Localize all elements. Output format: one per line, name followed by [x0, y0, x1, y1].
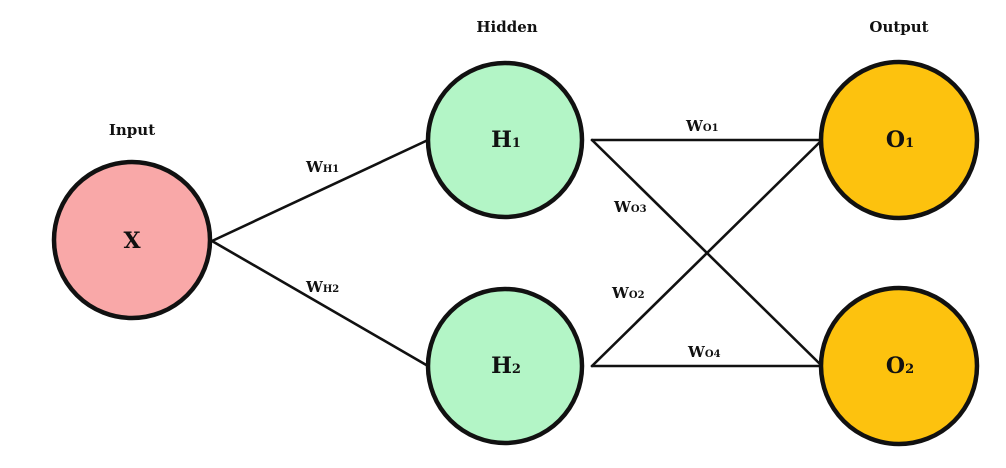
- edge-x-h1: [210, 138, 430, 243]
- node-label-h2: H2: [491, 353, 521, 379]
- layer-title-output: Output: [869, 18, 928, 36]
- weight-label-wh2: WH2: [305, 278, 339, 296]
- weight-label-wo2: WO2: [611, 284, 645, 302]
- weight-label-wo4: WO4: [687, 343, 721, 361]
- weight-label-wh1: WH1: [305, 158, 339, 176]
- node-label-x: X: [123, 228, 141, 254]
- node-x: [51, 159, 213, 321]
- edge-h2-o1: [590, 138, 824, 368]
- node-label-h1: H1: [491, 127, 521, 153]
- node-o2: [818, 285, 980, 447]
- node-h2: [425, 286, 585, 446]
- node-label-o1: O1: [886, 127, 914, 153]
- node-h1: [425, 60, 585, 220]
- layer-title-hidden: Hidden: [476, 18, 537, 36]
- node-label-o2: O2: [886, 353, 914, 379]
- node-o1: [818, 59, 980, 221]
- weight-label-wo1: WO1: [685, 117, 719, 135]
- layer-title-input: Input: [109, 121, 155, 139]
- weight-label-wo3: WO3: [613, 198, 647, 216]
- edge-x-h2: [210, 239, 430, 368]
